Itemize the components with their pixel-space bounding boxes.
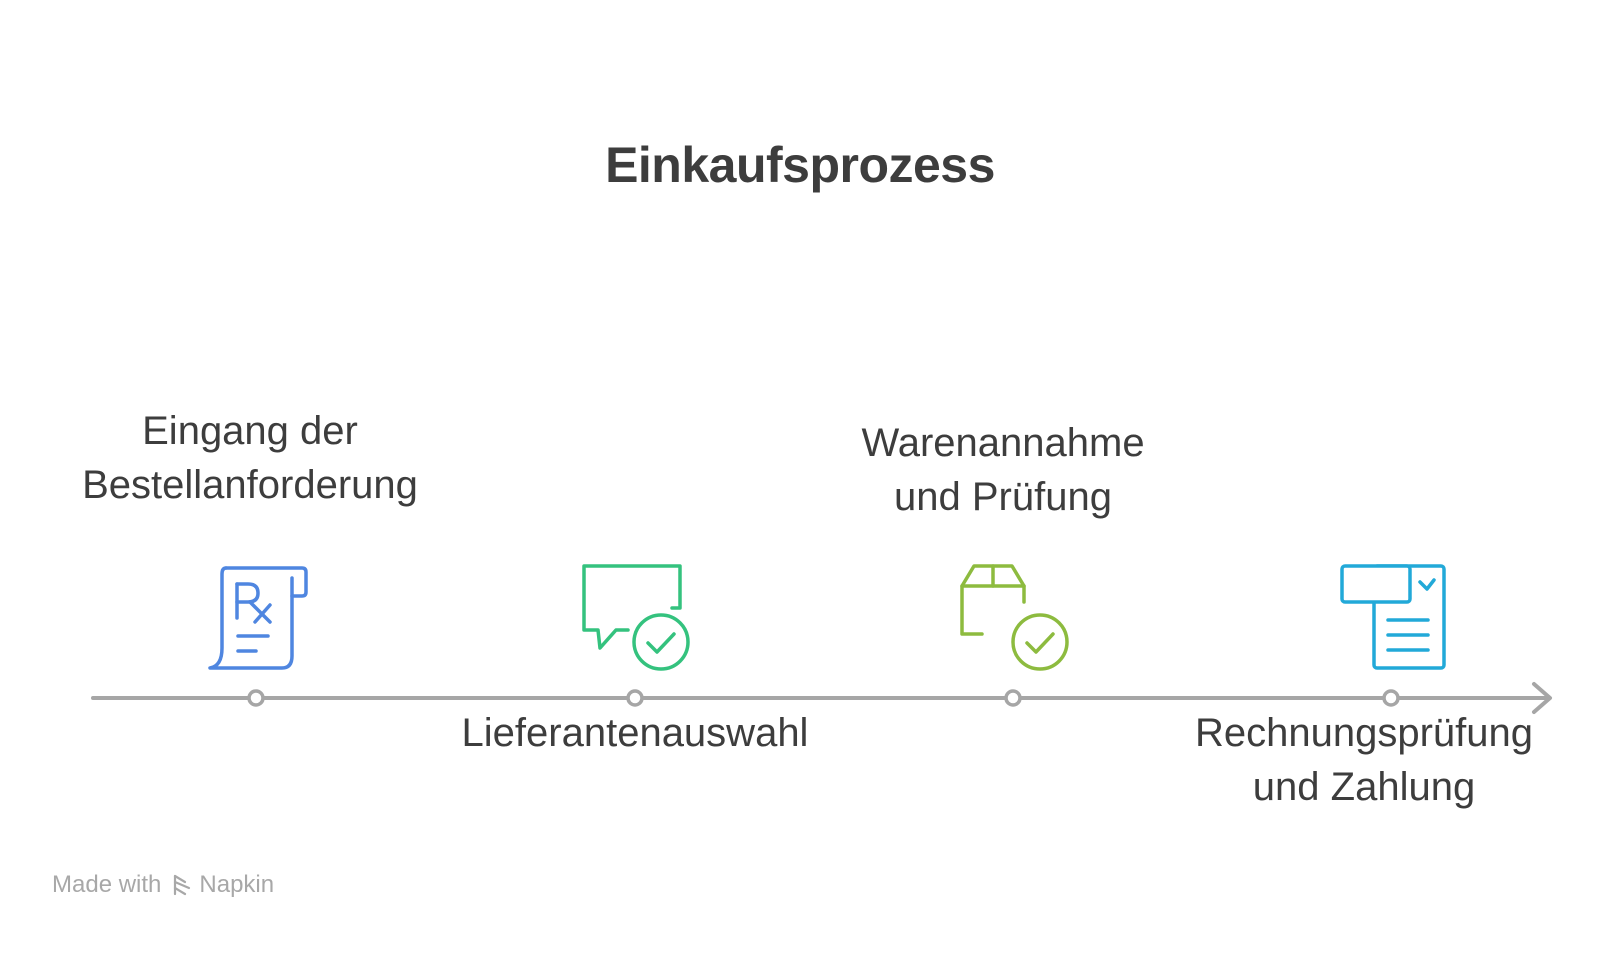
- napkin-logo-icon: [174, 874, 191, 896]
- invoice-check-icon: [1340, 564, 1446, 670]
- milestone-dot-3: [1004, 689, 1022, 707]
- step-label-1: Eingang der Bestellanforderung: [82, 409, 418, 507]
- footer-made-with: Made with: [52, 871, 162, 898]
- step-label-2: Lieferantenauswahl: [461, 711, 809, 755]
- timeline-arrow-icon: [1532, 682, 1552, 714]
- milestone-dot-2: [626, 689, 644, 707]
- prescription-scroll-icon: [208, 566, 308, 670]
- step-label-3: Warenannahme und Prüfung: [861, 421, 1145, 519]
- milestone-dot-1: [247, 689, 265, 707]
- milestone-dot-4: [1382, 689, 1400, 707]
- box-check-icon: [960, 564, 1069, 671]
- chat-check-icon: [582, 564, 690, 671]
- footer-brand: Napkin: [199, 871, 275, 898]
- step-label-4: Rechnungsprüfung und Zahlung: [1194, 711, 1534, 809]
- footer-credit[interactable]: Made with Napkin: [52, 868, 274, 902]
- page-title: Einkaufsprozess: [605, 137, 995, 193]
